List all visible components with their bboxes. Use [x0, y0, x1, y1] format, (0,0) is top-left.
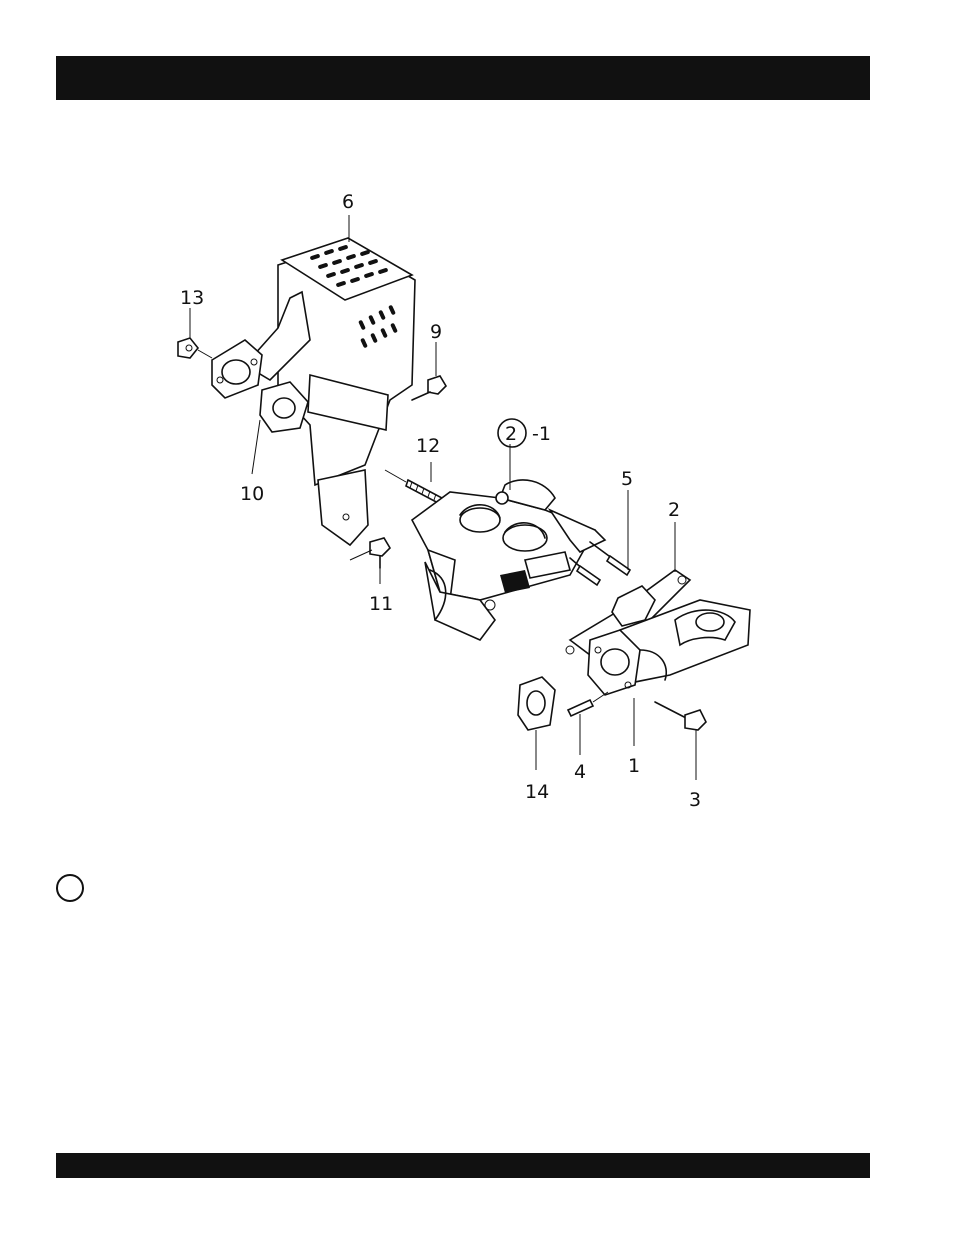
hex-bolt-11	[350, 538, 390, 568]
callout-11: 11	[369, 593, 393, 615]
callout-10: 10	[240, 483, 264, 505]
callout-12: 12	[416, 435, 440, 457]
callout-9: 9	[430, 321, 442, 343]
exploded-parts-diagram: 6 13 9 10 12 11 2 -1 5 2 14 4 1 3	[150, 180, 790, 820]
callout-2-ref-suffix: -1	[532, 423, 551, 445]
callout-1: 1	[628, 755, 640, 777]
footer-band	[56, 1153, 870, 1178]
callout-4: 4	[574, 761, 586, 783]
callout-14: 14	[525, 781, 549, 803]
flange-nut	[178, 338, 212, 358]
hex-bolt-9	[412, 376, 446, 400]
note-marker-circle	[56, 874, 84, 902]
outlet-gasket	[518, 677, 555, 730]
callout-6: 6	[342, 191, 354, 213]
callout-13: 13	[180, 287, 204, 309]
callout-3: 3	[689, 789, 701, 811]
callout-2-ref: 2	[505, 423, 517, 445]
callout-5: 5	[621, 468, 633, 490]
stud-4	[568, 692, 608, 716]
cylinder-head	[412, 480, 605, 640]
callout-2: 2	[668, 499, 680, 521]
hex-bolt-3	[655, 702, 706, 730]
stud-12	[385, 470, 442, 504]
header-band	[56, 56, 870, 100]
